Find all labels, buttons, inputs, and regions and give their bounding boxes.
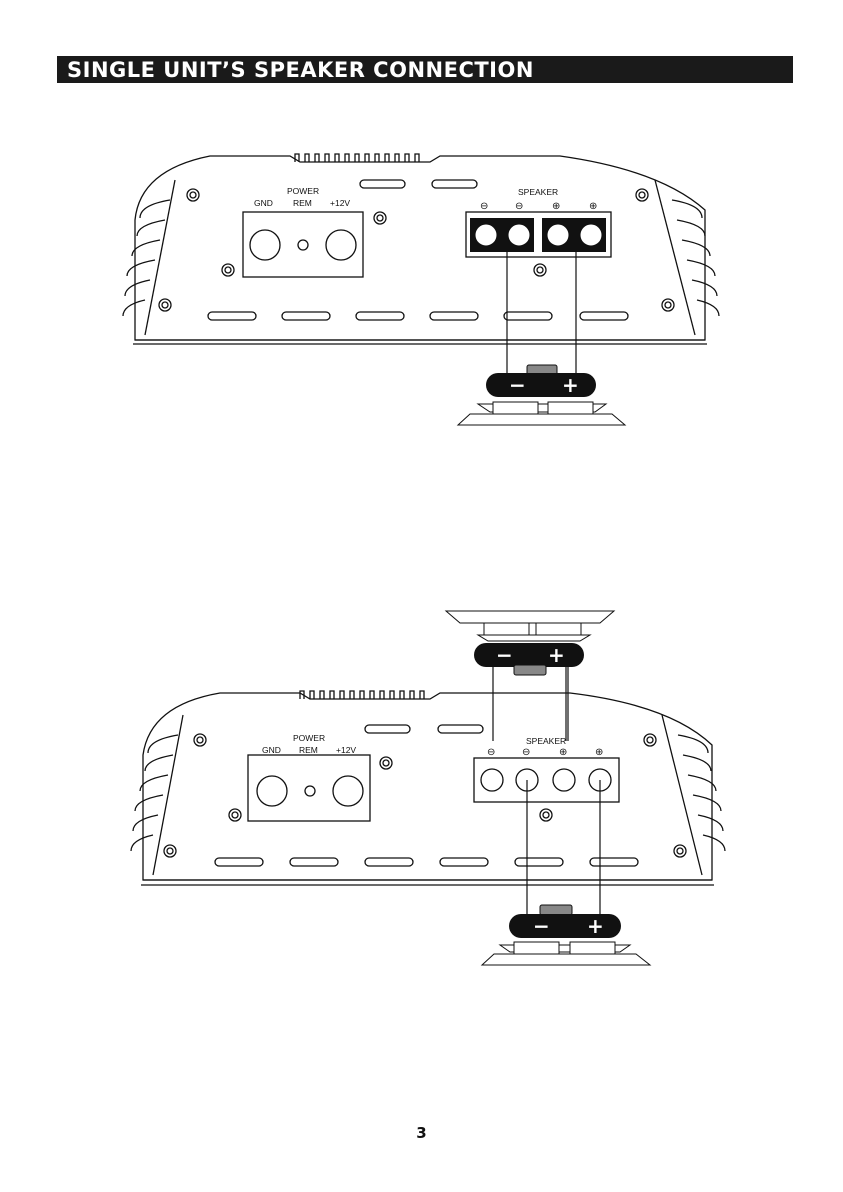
speaker-1-plus: +	[562, 373, 579, 397]
speaker-2-bottom-minus: −	[533, 914, 550, 938]
terminal-polarity-4: ⊕	[589, 201, 597, 212]
speaker-label: SPEAKER	[518, 187, 558, 197]
power-terminal-block	[243, 212, 363, 277]
speaker-1-minus: −	[509, 373, 526, 397]
amplifier-body-2	[143, 693, 712, 880]
terminal-polarity-2-1: ⊖	[487, 747, 495, 758]
terminal-polarity-2-4: ⊕	[595, 747, 603, 758]
rem-label: REM	[293, 198, 312, 208]
power-label-2: POWER	[293, 733, 325, 743]
section-title: SINGLE UNIT’S SPEAKER CONNECTION	[67, 57, 534, 83]
speaker-2-top: − +	[446, 611, 614, 675]
terminal-polarity-2: ⊖	[515, 201, 523, 212]
speaker-2-top-minus: −	[496, 643, 513, 667]
terminal-polarity-2-2: ⊖	[522, 747, 530, 758]
terminal-polarity-1: ⊖	[480, 201, 488, 212]
amplifier-diagram-2: − +	[0, 605, 843, 975]
v12-label: +12V	[330, 198, 350, 208]
v12-label-2: +12V	[336, 745, 356, 755]
gnd-label: GND	[254, 198, 273, 208]
amplifier-diagram-1: POWER GND REM +12V SPEAKER ⊖ ⊖ ⊕ ⊕ − +	[0, 140, 843, 440]
section-title-bar: SINGLE UNIT’S SPEAKER CONNECTION	[57, 56, 793, 83]
speaker-2-bottom: − +	[482, 905, 650, 965]
speaker-2-bottom-plus: +	[587, 914, 604, 938]
terminal-polarity-3: ⊕	[552, 201, 560, 212]
speaker-1: − +	[458, 365, 625, 425]
speaker-terminal-block-2	[474, 758, 619, 802]
speaker-label-2: SPEAKER	[526, 736, 566, 746]
rem-label-2: REM	[299, 745, 318, 755]
page-number: 3	[0, 1124, 843, 1142]
speaker-2-top-plus: +	[548, 643, 565, 667]
power-label: POWER	[287, 186, 319, 196]
terminal-polarity-2-3: ⊕	[559, 747, 567, 758]
power-terminal-block-2	[248, 755, 370, 821]
gnd-label-2: GND	[262, 745, 281, 755]
